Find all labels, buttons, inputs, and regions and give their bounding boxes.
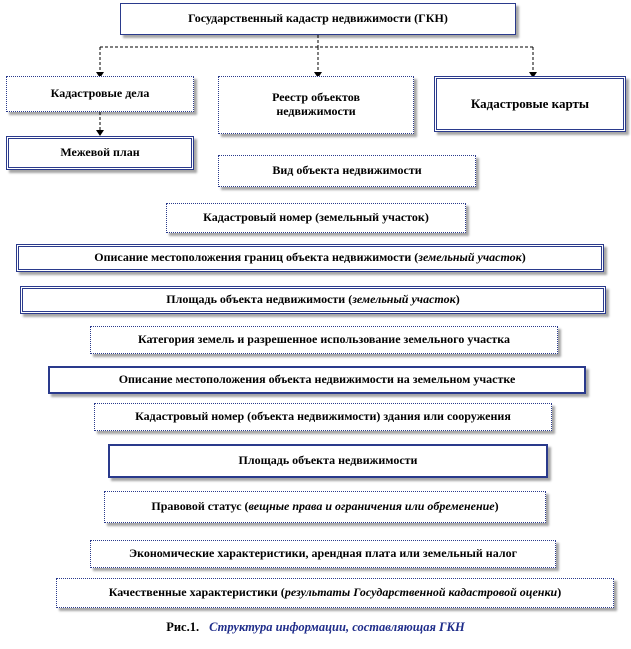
item-1: Кадастровый номер (земельный участок) [166,203,466,233]
item-6: Кадастровый номер (объекта недвижимости)… [94,403,552,431]
item-4-label: Категория земель и разрешенное использов… [137,332,511,347]
branch-registry: Реестр объектов недвижимости [218,76,414,134]
gkn-root-label: Государственный кадастр недвижимости (ГК… [188,11,448,26]
item-5: Описание местоположения объекта недвижим… [48,366,586,394]
branch-cadastral-files-label: Кадастровые дела [50,86,150,101]
item-5-label: Описание местоположения объекта недвижим… [118,372,516,387]
survey-plan-box: Межевой план [6,136,194,170]
figure-caption-text: Структура информации, составляющая ГКН [209,620,465,634]
item-9-label: Экономические характеристики, арендная п… [128,546,518,561]
item-10-label: Качественные характеристики (результаты … [108,585,562,600]
branch-cadastral-files: Кадастровые дела [6,76,194,112]
figure-number: Рис.1. [166,620,200,634]
survey-plan-label: Межевой план [60,145,140,160]
item-10: Качественные характеристики (результаты … [56,578,614,608]
item-6-label: Кадастровый номер (объекта недвижимости)… [135,409,511,424]
item-7-label: Площадь объекта недвижимости [238,453,418,468]
item-4: Категория земель и разрешенное использов… [90,326,558,354]
branch-registry-label: Реестр объектов недвижимости [272,90,360,118]
branch-cadastral-maps-label: Кадастровые карты [470,95,590,111]
item-1-label: Кадастровый номер (земельный участок) [203,210,429,225]
item-9: Экономические характеристики, арендная п… [90,540,556,568]
branch-cadastral-maps: Кадастровые карты [434,76,626,132]
gkn-root-box: Государственный кадастр недвижимости (ГК… [120,3,516,35]
item-2: Описание местоположения границ объекта н… [16,244,604,272]
item-0-label: Вид объекта недвижимости [272,163,422,178]
item-2-label: Описание местоположения границ объекта н… [94,250,526,265]
figure-caption: Рис.1. Структура информации, составляющая… [0,620,631,635]
item-8-label: Правовой статус (вещные права и ограниче… [151,499,499,514]
item-0: Вид объекта недвижимости [218,155,476,187]
item-8: Правовой статус (вещные права и ограниче… [104,491,546,523]
item-3: Площадь объекта недвижимости (земельный … [20,286,606,314]
item-3-label: Площадь объекта недвижимости (земельный … [166,292,460,307]
item-7: Площадь объекта недвижимости [108,444,548,478]
